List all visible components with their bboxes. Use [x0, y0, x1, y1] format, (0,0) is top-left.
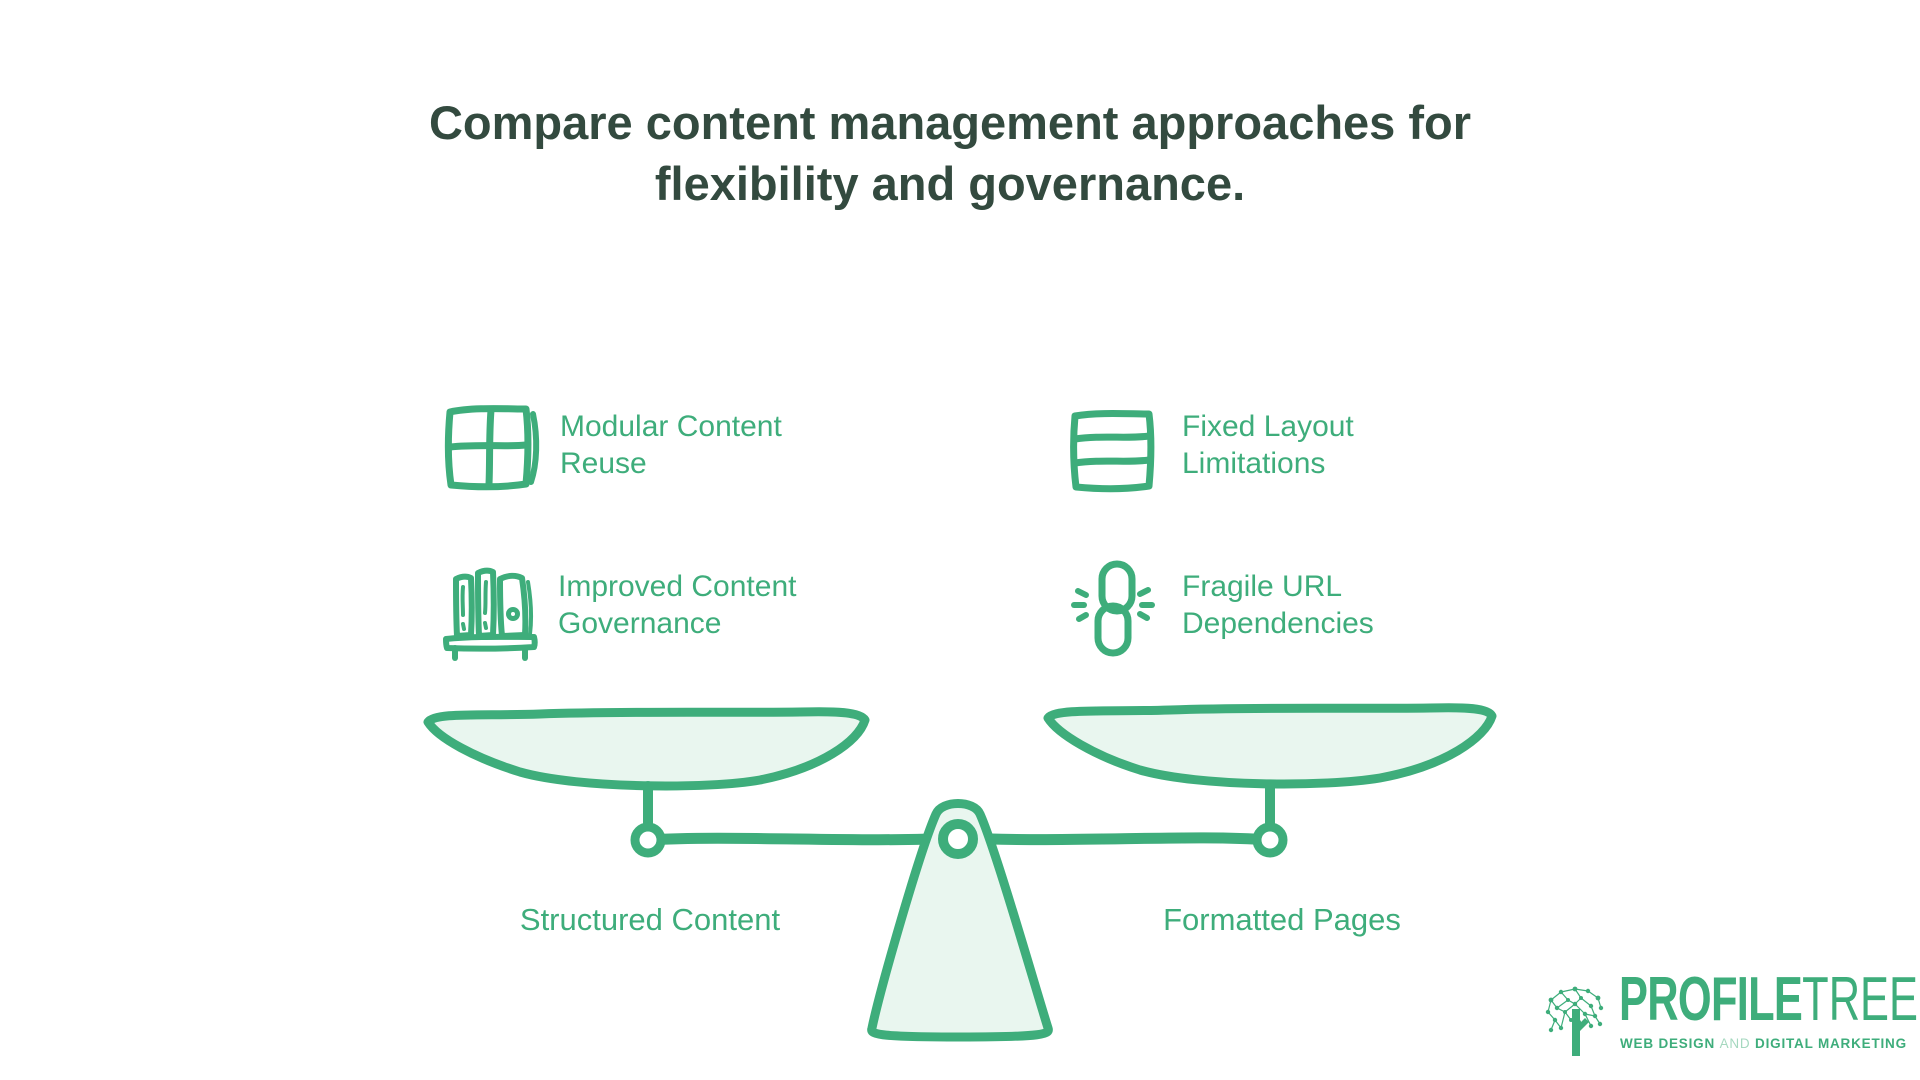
governance-books-icon [443, 567, 538, 661]
feature-label: Fixed Layout Limitations [1182, 410, 1354, 480]
right-pan-label: Formatted Pages [1163, 902, 1401, 937]
scale-fulcrum [867, 799, 1053, 1042]
fixed-rows-icon [1070, 410, 1155, 493]
scale-right-pan [1043, 703, 1497, 789]
page-title-line1: Compare content management approaches fo… [428, 96, 1472, 149]
feature-improved-content-governance: Improved Content Governance [438, 556, 858, 671]
tagline-and: AND [1719, 1036, 1751, 1051]
profiletree-tagline: WEB DESIGN AND DIGITAL MARKETING [1620, 1036, 1907, 1051]
feature-label: Fragile URL Dependencies [1182, 570, 1374, 640]
profiletree-wordmark: PROFILETREE [1619, 969, 1918, 1031]
scale-center-pivot [938, 819, 978, 859]
wordmark-profile: PROFILE [1619, 965, 1803, 1034]
profiletree-logo: PROFILETREE WEB DESIGN AND DIGITAL MARKE… [1543, 969, 1918, 1075]
feature-modular-content-reuse: Modular Content Reuse [438, 396, 858, 506]
tagline-web-design: WEB DESIGN [1620, 1036, 1716, 1051]
scale-left-pivot [630, 822, 666, 858]
page-title: Compare content management approaches fo… [0, 92, 1900, 214]
feature-fixed-layout-limitations: Fixed Layout Limitations [1063, 402, 1483, 512]
profiletree-tree-icon [1545, 986, 1604, 1056]
feature-label: Modular Content Reuse [560, 410, 782, 480]
page-title-line2: flexibility and governance. [654, 157, 1246, 210]
wordmark-tree: TREE [1802, 965, 1918, 1034]
feature-label: Improved Content Governance [558, 570, 797, 640]
feature-fragile-url-dependencies: Fragile URL Dependencies [1068, 556, 1498, 671]
tagline-digital-marketing: DIGITAL MARKETING [1755, 1036, 1907, 1051]
broken-link-icon [1071, 560, 1155, 657]
left-pan-label: Structured Content [519, 902, 781, 937]
balance-scale-illustration [423, 703, 1497, 1042]
scale-left-pan [423, 707, 870, 791]
scale-right-pivot [1252, 822, 1288, 858]
modular-grid-icon [444, 405, 540, 491]
